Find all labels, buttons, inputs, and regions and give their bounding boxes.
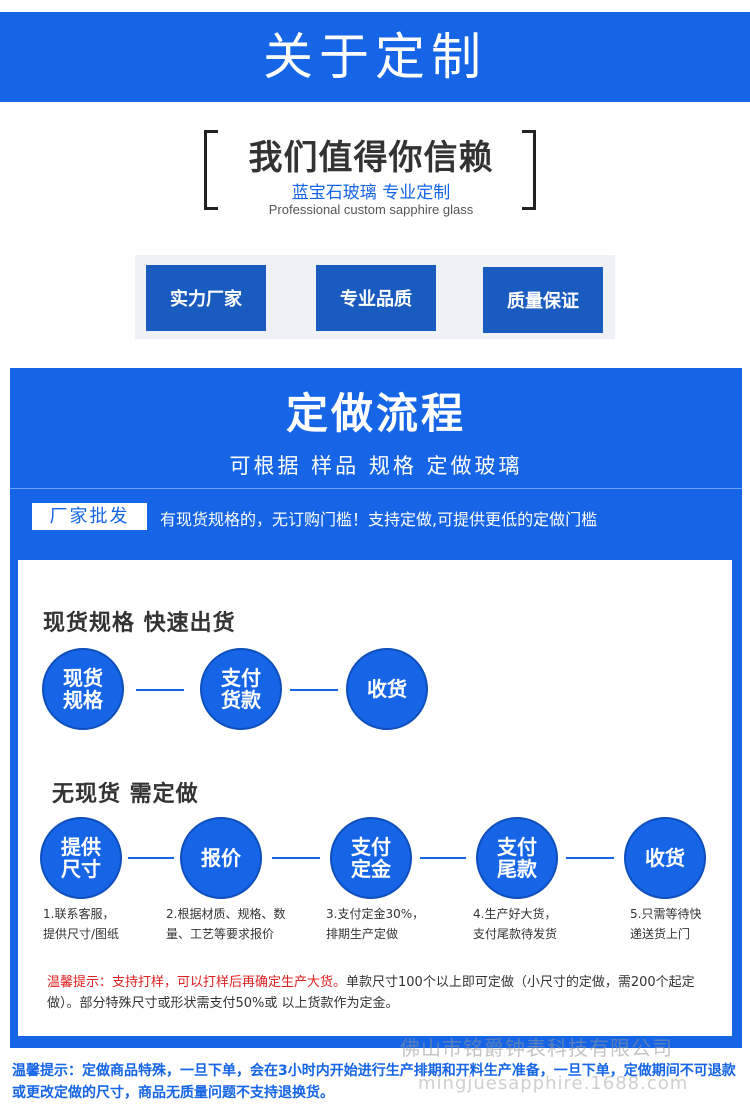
url-watermark: mingjuesapphire.1688.com <box>418 1073 689 1094</box>
connector <box>272 857 320 859</box>
factory-wholesale-text: 有现货规格的，无订购门槛！支持定做,可提供更低的定做门槛 <box>160 510 598 529</box>
badge-strong-factory: 实力厂家 <box>146 265 266 331</box>
step-quote: 报价 <box>180 817 262 899</box>
process-subtitle: 可根据 样品 规格 定做玻璃 <box>229 454 523 478</box>
connector <box>290 689 338 691</box>
factory-wholesale-label: 厂家批发 <box>32 503 147 530</box>
stock-section-title: 现货规格 快速出货 <box>43 611 236 636</box>
connector <box>420 857 466 859</box>
sample-notice-text: 单款尺寸100个以上即可定做（小尺寸的定做，需200个起定做）。部分特殊尺寸或形… <box>47 975 695 1011</box>
sample-notice: 温馨提示：支持打样，可以打样后再确定生产大货。单款尺寸100个以上即可定做（小尺… <box>47 972 707 1014</box>
step-receive-custom: 收货 <box>624 817 706 899</box>
step-provide-size: 提供 尺寸 <box>40 817 122 899</box>
sample-notice-highlight: 温馨提示：支持打样，可以打样后再确定生产大货。 <box>47 975 347 990</box>
step-stock-spec: 现货 规格 <box>42 648 124 730</box>
badge-professional-quality: 专业品质 <box>316 265 436 331</box>
step-note-1: 1.联系客服， 提供尺寸/图纸 <box>43 907 120 941</box>
connector <box>566 857 614 859</box>
badge-quality-guarantee: 质量保证 <box>483 267 603 333</box>
step-note-4: 4.生产好大货， 支付尾款待发货 <box>473 907 558 941</box>
step-pay: 支付 货款 <box>200 648 282 730</box>
process-card <box>18 560 732 1036</box>
step-note-2: 2.根据材质、规格、数 量、工艺等要求报价 <box>166 907 286 941</box>
company-watermark: 佛山市铭爵钟表科技有限公司 <box>400 1036 673 1060</box>
custom-section-title: 无现货 需定做 <box>52 782 199 807</box>
process-title: 定做流程 <box>285 389 466 438</box>
refund-notice: 温馨提示：定做商品特殊，一旦下单，会在3小时内开始进行生产排期和开料生产准备，一… <box>12 1063 736 1101</box>
step-note-5: 5.只需等待快 递送货上门 <box>630 907 702 941</box>
trust-english: Professional custom sapphire glass <box>268 202 474 217</box>
right-bracket <box>522 130 536 210</box>
step-deposit: 支付 定金 <box>330 817 412 899</box>
step-balance: 支付 尾款 <box>476 817 558 899</box>
trust-subtitle: 蓝宝石玻璃 专业定制 <box>291 183 451 203</box>
left-bracket <box>204 130 218 210</box>
divider <box>10 488 742 489</box>
step-receive: 收货 <box>346 648 428 730</box>
page-title: 关于定制 <box>263 28 487 86</box>
header-banner <box>0 12 750 102</box>
connector <box>136 689 184 691</box>
connector <box>128 857 174 859</box>
step-note-3: 3.支付定金30%， 排期生产定做 <box>326 907 425 941</box>
trust-title: 我们值得你信赖 <box>248 138 494 178</box>
